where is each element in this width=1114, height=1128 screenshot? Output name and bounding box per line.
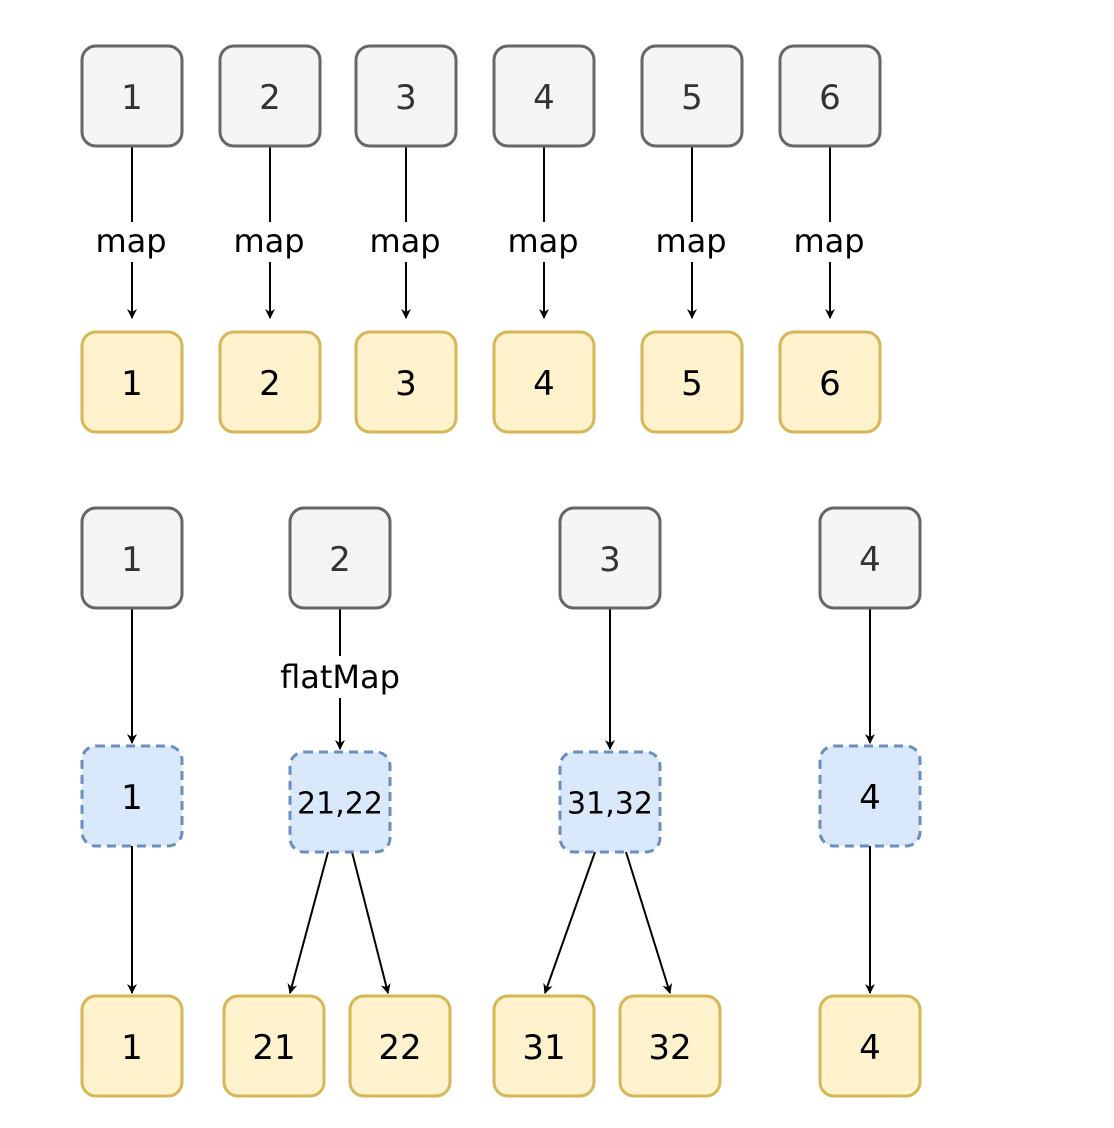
map-output-label-5: 5 xyxy=(681,364,703,404)
map-input-node-5[interactable]: 5 xyxy=(640,44,744,148)
map-input-nodes: 1 2 3 4 5 6 xyxy=(80,44,882,148)
flatmap-output-label-31: 31 xyxy=(522,1028,565,1068)
map-output-node-2[interactable]: 2 xyxy=(218,330,322,434)
map-input-label-3: 3 xyxy=(395,78,417,118)
map-output-label-2: 2 xyxy=(259,364,281,404)
flatmap-output-node-4[interactable]: 4 xyxy=(818,994,922,1098)
map-label-1: map xyxy=(95,222,166,260)
flatmap-edge-out-22 xyxy=(351,851,391,994)
flatmap-output-node-31[interactable]: 31 xyxy=(492,994,596,1098)
map-output-node-5[interactable]: 5 xyxy=(640,330,744,434)
flatmap-intermediate-node-4[interactable]: 4 xyxy=(818,744,922,848)
map-input-label-2: 2 xyxy=(259,78,281,118)
flatmap-input-nodes: 1 2 3 4 xyxy=(80,506,922,610)
flatmap-edges xyxy=(127,608,875,994)
map-input-node-2[interactable]: 2 xyxy=(218,44,322,148)
flatmap-intermediate-node-3[interactable]: 31,32 xyxy=(558,750,662,854)
flatmap-input-label-3: 3 xyxy=(599,540,621,580)
map-label-6: map xyxy=(793,222,864,260)
flatmap-output-nodes: 1 21 22 31 32 4 xyxy=(80,994,922,1098)
flatmap-intermediate-label-2: 21,22 xyxy=(297,787,383,822)
flatmap-intermediate-label-1: 1 xyxy=(121,778,143,818)
flatmap-input-label-4: 4 xyxy=(859,540,881,580)
flatmap-output-label-21: 21 xyxy=(252,1028,295,1068)
map-output-label-3: 3 xyxy=(395,364,417,404)
map-input-label-4: 4 xyxy=(533,78,555,118)
map-input-node-3[interactable]: 3 xyxy=(354,44,458,148)
flatmap-output-label-22: 22 xyxy=(378,1028,421,1068)
flatmap-intermediate-node-1[interactable]: 1 xyxy=(80,744,184,848)
flatmap-edge-out-31 xyxy=(543,851,596,994)
map-output-node-1[interactable]: 1 xyxy=(80,330,184,434)
map-section: map map map map map map 1 2 3 xyxy=(80,44,882,434)
flatmap-intermediate-label-4: 4 xyxy=(859,778,881,818)
map-input-node-6[interactable]: 6 xyxy=(778,44,882,148)
flatmap-output-node-32[interactable]: 32 xyxy=(618,994,722,1098)
flatmap-input-label-1: 1 xyxy=(121,540,143,580)
flatmap-section: flatMap 1 2 3 4 1 xyxy=(80,506,922,1098)
flatmap-intermediate-node-2[interactable]: 21,22 xyxy=(288,750,392,854)
map-edge-labels: map map map map map map xyxy=(95,222,866,262)
map-input-label-5: 5 xyxy=(681,78,703,118)
map-label-4: map xyxy=(507,222,578,260)
map-output-label-1: 1 xyxy=(121,364,143,404)
map-input-node-4[interactable]: 4 xyxy=(492,44,596,148)
flatmap-input-node-4[interactable]: 4 xyxy=(818,506,922,610)
map-output-node-6[interactable]: 6 xyxy=(778,330,882,434)
map-input-node-1[interactable]: 1 xyxy=(80,44,184,148)
flatmap-output-node-22[interactable]: 22 xyxy=(348,994,452,1098)
map-label-2: map xyxy=(233,222,304,260)
map-label-5: map xyxy=(655,222,726,260)
map-input-label-1: 1 xyxy=(121,78,143,118)
flatmap-intermediate-nodes: 1 21,22 31,32 4 xyxy=(80,744,922,854)
flatmap-input-label-2: 2 xyxy=(329,540,351,580)
flatmap-output-node-1[interactable]: 1 xyxy=(80,994,184,1098)
map-label-3: map xyxy=(369,222,440,260)
flatmap-edge-out-21 xyxy=(287,851,329,994)
flatmap-output-label-32: 32 xyxy=(648,1028,691,1068)
map-output-node-3[interactable]: 3 xyxy=(354,330,458,434)
flatmap-output-node-21[interactable]: 21 xyxy=(222,994,326,1098)
flatmap-intermediate-label-3: 31,32 xyxy=(567,787,653,822)
flatmap-input-node-2[interactable]: 2 xyxy=(288,506,392,610)
flatmap-input-node-1[interactable]: 1 xyxy=(80,506,184,610)
map-output-node-4[interactable]: 4 xyxy=(492,330,596,434)
flatmap-input-node-3[interactable]: 3 xyxy=(558,506,662,610)
flatmap-label: flatMap xyxy=(280,658,400,696)
flatmap-edge-out-32 xyxy=(625,851,673,994)
map-output-label-4: 4 xyxy=(533,364,555,404)
map-output-label-6: 6 xyxy=(819,364,841,404)
map-input-label-6: 6 xyxy=(819,78,841,118)
flatmap-output-label-4: 4 xyxy=(859,1028,881,1068)
flatmap-output-label-1: 1 xyxy=(121,1028,143,1068)
map-output-nodes: 1 2 3 4 5 6 xyxy=(80,330,882,434)
